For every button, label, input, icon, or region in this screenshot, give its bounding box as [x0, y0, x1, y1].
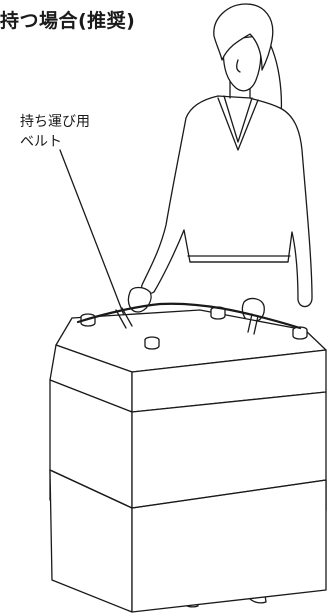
leader-line [60, 150, 125, 318]
unit-knob [145, 337, 159, 349]
sweater-torso [142, 96, 312, 307]
